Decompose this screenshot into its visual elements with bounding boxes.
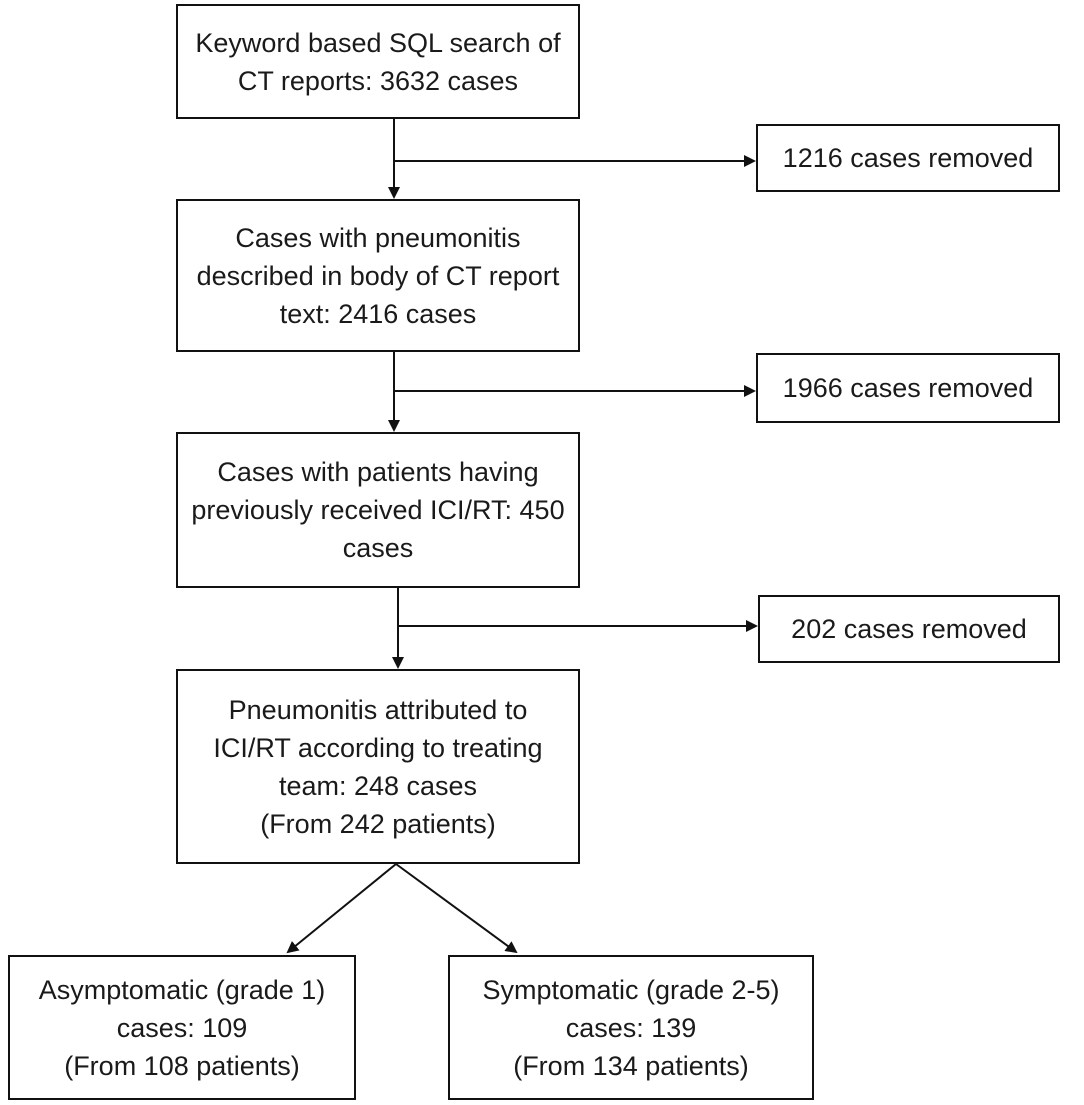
- step-text-line: Cases with pneumonitis: [235, 222, 521, 253]
- step-text-line: ICI/RT according to treating: [213, 732, 543, 763]
- arrow-step4-to-asymptomatic: [286, 863, 397, 954]
- outcome-text-line: cases: 109: [116, 1012, 248, 1043]
- exclusion-box-3: 202 cases removed: [758, 595, 1060, 663]
- outcome-text-line: cases: 139: [565, 1012, 697, 1043]
- outcome-text-line: Asymptomatic (grade 1): [38, 974, 326, 1005]
- arrow-step4-to-symptomatic: [395, 863, 518, 954]
- step-text-line: Keyword based SQL search of: [195, 27, 561, 58]
- step-text-line: team: 248 cases: [278, 770, 478, 801]
- step-text-line: Cases with patients having: [217, 457, 539, 487]
- outcome-box-asymptomatic: Asymptomatic (grade 1) cases: 109 (From …: [8, 955, 356, 1100]
- step-text-line: previously received ICI/RT: 450: [191, 495, 565, 525]
- step-text-line: described in body of CT report: [196, 260, 560, 291]
- step-box-pneumonitis-described: Cases with pneumonitis described in body…: [176, 199, 580, 352]
- exclusion-box-1: 1216 cases removed: [756, 124, 1060, 192]
- outcome-text-line: Symptomatic (grade 2-5): [482, 974, 780, 1005]
- exclusion-text: 202 cases removed: [791, 614, 1027, 644]
- step-text-line: CT reports: 3632 cases: [237, 65, 519, 96]
- step-text-line: (From 242 patients): [260, 808, 496, 839]
- exclusion-box-2: 1966 cases removed: [756, 353, 1060, 423]
- outcome-text-line: (From 108 patients): [64, 1050, 300, 1081]
- exclusion-text: 1966 cases removed: [782, 373, 1034, 403]
- outcome-box-symptomatic: Symptomatic (grade 2-5) cases: 139 (From…: [448, 955, 814, 1100]
- step-text-line: cases: [342, 533, 414, 563]
- step-text-line: Pneumonitis attributed to: [228, 694, 528, 725]
- exclusion-text: 1216 cases removed: [782, 143, 1034, 173]
- step-box-received-ici-rt: Cases with patients having previously re…: [176, 432, 580, 588]
- step-box-sql-search: Keyword based SQL search of CT reports: …: [176, 4, 580, 119]
- step-box-pneumonitis-attributed: Pneumonitis attributed to ICI/RT accordi…: [176, 669, 580, 864]
- step-text-line: text: 2416 cases: [279, 298, 477, 329]
- outcome-text-line: (From 134 patients): [513, 1050, 749, 1081]
